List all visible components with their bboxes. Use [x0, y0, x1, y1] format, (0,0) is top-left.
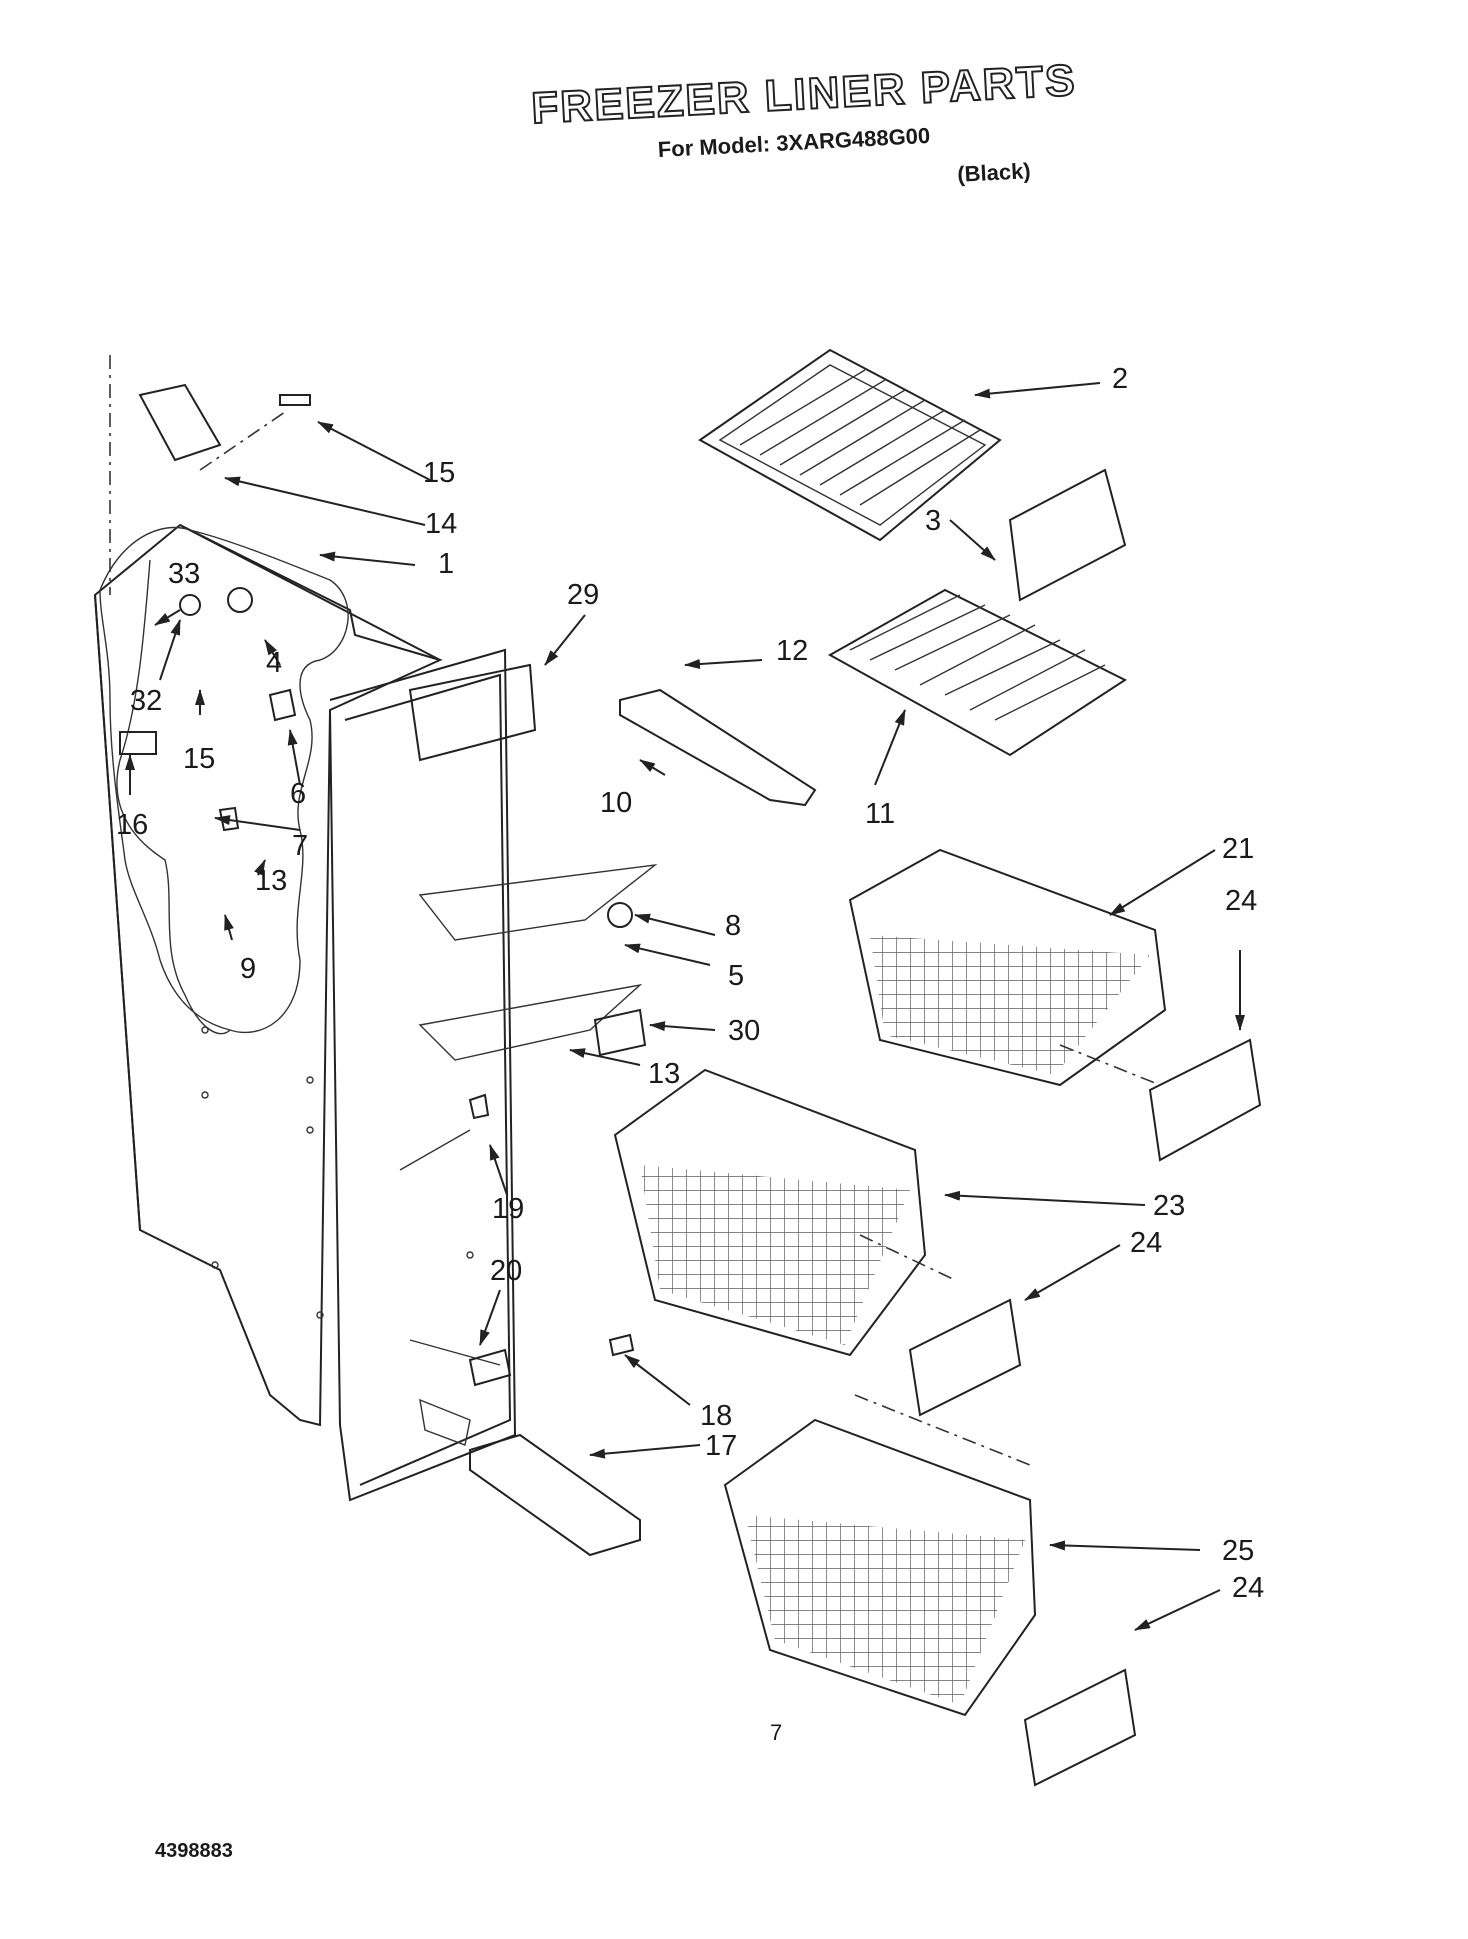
label-part-8: 8: [725, 910, 741, 942]
wire-shelf-shape: [827, 588, 1128, 757]
label-part-25: 25: [1222, 1535, 1254, 1567]
clip-shape: [268, 688, 297, 722]
switch-plate-shape: [119, 731, 157, 755]
lower-basket-shape: [723, 1418, 1037, 1717]
label-part-4: 4: [266, 647, 282, 679]
page-number: 7: [770, 1720, 783, 1745]
label-part-9: 9: [240, 953, 256, 985]
switch-19-shape: [468, 1093, 490, 1120]
shelf-support-shape: [619, 688, 817, 807]
label-part-2: 2: [1112, 363, 1128, 395]
label-part-24-lower: 24: [1232, 1572, 1264, 1604]
label-part-1: 1: [438, 548, 454, 580]
label-part-24-upper: 24: [1225, 885, 1257, 917]
label-part-15-top: 15: [423, 457, 455, 489]
basket-trim-middle-shape: [908, 1298, 1022, 1417]
label-part-18: 18: [700, 1400, 732, 1432]
label-part-21: 21: [1222, 833, 1254, 865]
roller-shape: [607, 902, 633, 928]
label-part-15-mid: 15: [183, 743, 215, 775]
freezer-liner-shape: [93, 355, 1161, 1502]
label-part-13-upper: 13: [255, 865, 287, 897]
screw-top-shape: [279, 394, 311, 406]
label-part-12: 12: [776, 635, 808, 667]
leader-arrows: [125, 382, 1245, 1631]
label-part-13-lower: 13: [648, 1058, 680, 1090]
light-socket-shape: [227, 587, 253, 613]
label-part-7: 7: [292, 830, 308, 862]
label-part-19: 19: [492, 1193, 524, 1225]
top-shelf-shape: [698, 348, 1002, 542]
shelf-glass-shape: [1008, 468, 1127, 602]
bulb-shape: [179, 594, 201, 616]
label-part-17: 17: [705, 1430, 737, 1462]
middle-basket-shape: [613, 1068, 927, 1357]
label-part-32: 32: [130, 685, 162, 717]
label-part-16: 16: [116, 809, 148, 841]
bracket-30-shape: [593, 1008, 647, 1057]
upper-basket-shape: [848, 848, 1167, 1087]
part-labels: 2 3 12 10 11 15 14 1 29 33 4 32 15 6 16 …: [116, 363, 1264, 1604]
document-number: 4398883: [155, 1840, 233, 1862]
label-part-5: 5: [728, 960, 744, 992]
screw-20-shape: [468, 1348, 512, 1387]
basket-trim-lower-shape: [1023, 1668, 1137, 1787]
label-part-20: 20: [490, 1255, 522, 1287]
label-part-23: 23: [1153, 1190, 1185, 1222]
label-part-24-middle: 24: [1130, 1227, 1162, 1259]
basket-trim-upper-shape: [1148, 1038, 1262, 1162]
label-part-3: 3: [925, 505, 941, 537]
bracket-shape: [138, 383, 222, 462]
liner-panel-shape: [408, 663, 537, 762]
label-part-30: 30: [728, 1015, 760, 1047]
label-part-29: 29: [567, 579, 599, 611]
label-part-11: 11: [865, 798, 895, 830]
grille-shape: [469, 1433, 641, 1557]
label-part-6: 6: [290, 778, 306, 810]
screw-18-shape: [608, 1333, 635, 1357]
label-part-14: 14: [425, 508, 457, 540]
label-part-10: 10: [600, 787, 632, 819]
label-part-33: 33: [168, 558, 200, 590]
